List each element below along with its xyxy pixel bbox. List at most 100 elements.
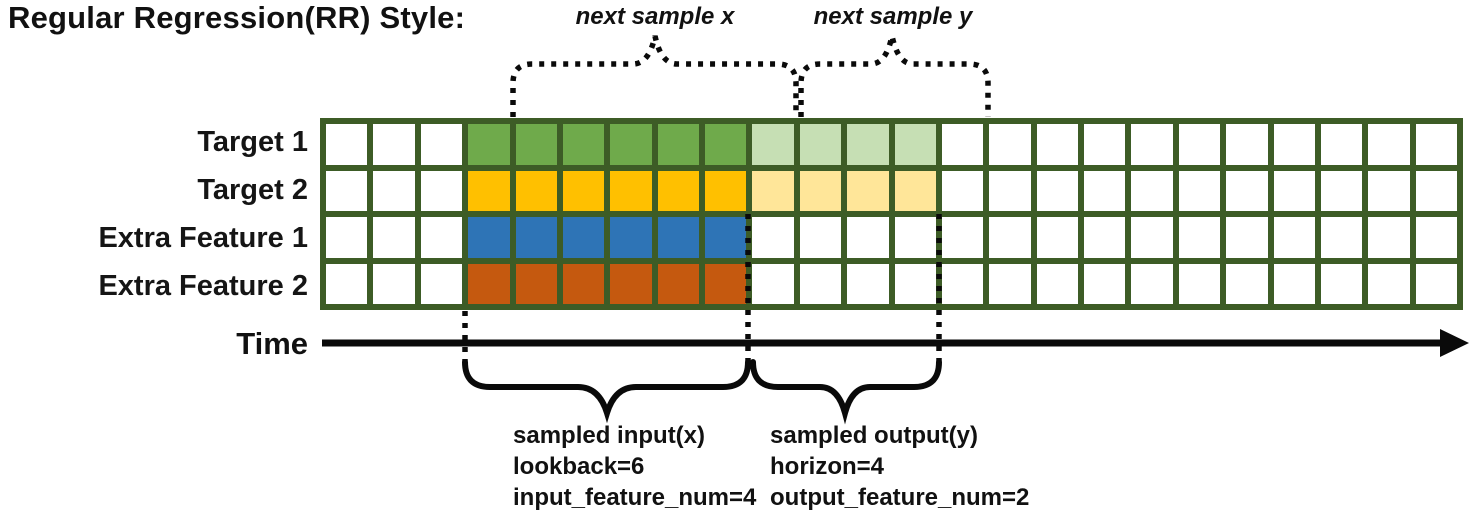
- cell-empty: [799, 217, 842, 258]
- cell-input: [657, 263, 699, 304]
- cell-empty: [1273, 170, 1315, 211]
- cell-empty: [1131, 217, 1173, 258]
- cell-empty: [894, 217, 936, 258]
- cell-input: [562, 263, 605, 304]
- cell-empty: [1131, 170, 1173, 211]
- cell-empty: [941, 263, 984, 304]
- cell-empty: [1178, 263, 1221, 304]
- cell-empty: [989, 170, 1031, 211]
- cell-empty: [1084, 263, 1126, 304]
- cell-input: [562, 170, 605, 211]
- cell-empty: [373, 217, 415, 258]
- cell-empty: [799, 263, 842, 304]
- cell-output: [847, 170, 889, 211]
- cell-input: [705, 170, 747, 211]
- cell-empty: [1226, 124, 1268, 165]
- cell-empty: [1415, 170, 1457, 211]
- cell-input: [515, 263, 557, 304]
- cell-empty: [420, 217, 463, 258]
- cell-empty: [1036, 170, 1078, 211]
- cell-output: [752, 124, 794, 165]
- cell-empty: [1131, 124, 1173, 165]
- cell-empty: [373, 263, 415, 304]
- cell-empty: [941, 217, 984, 258]
- cell-empty: [1320, 217, 1363, 258]
- cell-output: [894, 170, 936, 211]
- cell-empty: [373, 124, 415, 165]
- cell-input: [468, 263, 510, 304]
- cell-empty: [1415, 124, 1457, 165]
- cell-input: [657, 170, 699, 211]
- cell-empty: [1178, 217, 1221, 258]
- cell-empty: [1226, 263, 1268, 304]
- horizon-line: horizon=4: [770, 453, 885, 480]
- cell-input: [562, 124, 605, 165]
- cell-empty: [1273, 217, 1315, 258]
- cell-input: [468, 217, 510, 258]
- row-labels: Target 1 Target 2 Extra Feature 1 Extra Fea…: [0, 118, 308, 310]
- cell-input: [657, 217, 699, 258]
- cell-empty: [1368, 124, 1410, 165]
- cell-input: [515, 170, 557, 211]
- cell-empty: [847, 263, 889, 304]
- cell-empty: [326, 170, 368, 211]
- cell-empty: [1415, 217, 1457, 258]
- cell-input: [705, 124, 747, 165]
- cell-empty: [1226, 217, 1268, 258]
- cell-empty: [1178, 124, 1221, 165]
- lookback-line: lookback=6: [513, 453, 645, 480]
- cell-empty: [989, 124, 1031, 165]
- row-label: Extra Feature 1: [98, 221, 308, 254]
- cell-input: [468, 170, 510, 211]
- cell-empty: [941, 124, 984, 165]
- cell-empty: [326, 124, 368, 165]
- cell-output: [894, 124, 936, 165]
- cell-input: [610, 124, 652, 165]
- cell-output: [799, 170, 842, 211]
- cell-empty: [420, 124, 463, 165]
- cell-empty: [420, 263, 463, 304]
- row-label: Target 1: [197, 125, 308, 158]
- cell-empty: [847, 217, 889, 258]
- sampled-output-line: sampled output(y): [770, 422, 978, 449]
- cell-empty: [894, 263, 936, 304]
- cell-empty: [1084, 217, 1126, 258]
- cell-empty: [989, 217, 1031, 258]
- cell-empty: [373, 170, 415, 211]
- cell-output: [752, 170, 794, 211]
- cell-input: [610, 217, 652, 258]
- cell-empty: [752, 263, 794, 304]
- time-label: Time: [236, 326, 308, 361]
- cell-empty: [752, 217, 794, 258]
- cell-empty: [326, 263, 368, 304]
- sampled-output-note: sampled output(y) horizon=4 output_featu…: [770, 420, 1029, 513]
- cell-empty: [1320, 263, 1363, 304]
- input-feature-num-line: input_feature_num=4: [513, 484, 757, 511]
- cell-empty: [1368, 170, 1410, 211]
- cell-empty: [941, 170, 984, 211]
- cell-empty: [1415, 263, 1457, 304]
- output-feature-num-line: output_feature_num=2: [770, 484, 1030, 511]
- sample-grid: [320, 118, 1463, 310]
- next-sample-x-brace: [510, 35, 799, 117]
- cell-input: [468, 124, 510, 165]
- cell-empty: [326, 217, 368, 258]
- row-label: Target 2: [197, 173, 308, 206]
- cell-empty: [1036, 124, 1078, 165]
- cell-input: [515, 217, 557, 258]
- cell-input: [657, 124, 699, 165]
- cell-empty: [1036, 217, 1078, 258]
- cell-empty: [1320, 124, 1363, 165]
- cell-empty: [1131, 263, 1173, 304]
- row-label: Extra Feature 2: [98, 269, 308, 302]
- cell-input: [705, 263, 747, 304]
- cell-empty: [1036, 263, 1078, 304]
- cell-empty: [420, 170, 463, 211]
- cell-empty: [1368, 217, 1410, 258]
- cell-empty: [1368, 263, 1410, 304]
- diagram-title: Regular Regression(RR) Style:: [8, 0, 466, 35]
- cell-empty: [1273, 263, 1315, 304]
- cell-empty: [1226, 170, 1268, 211]
- cell-input: [562, 217, 605, 258]
